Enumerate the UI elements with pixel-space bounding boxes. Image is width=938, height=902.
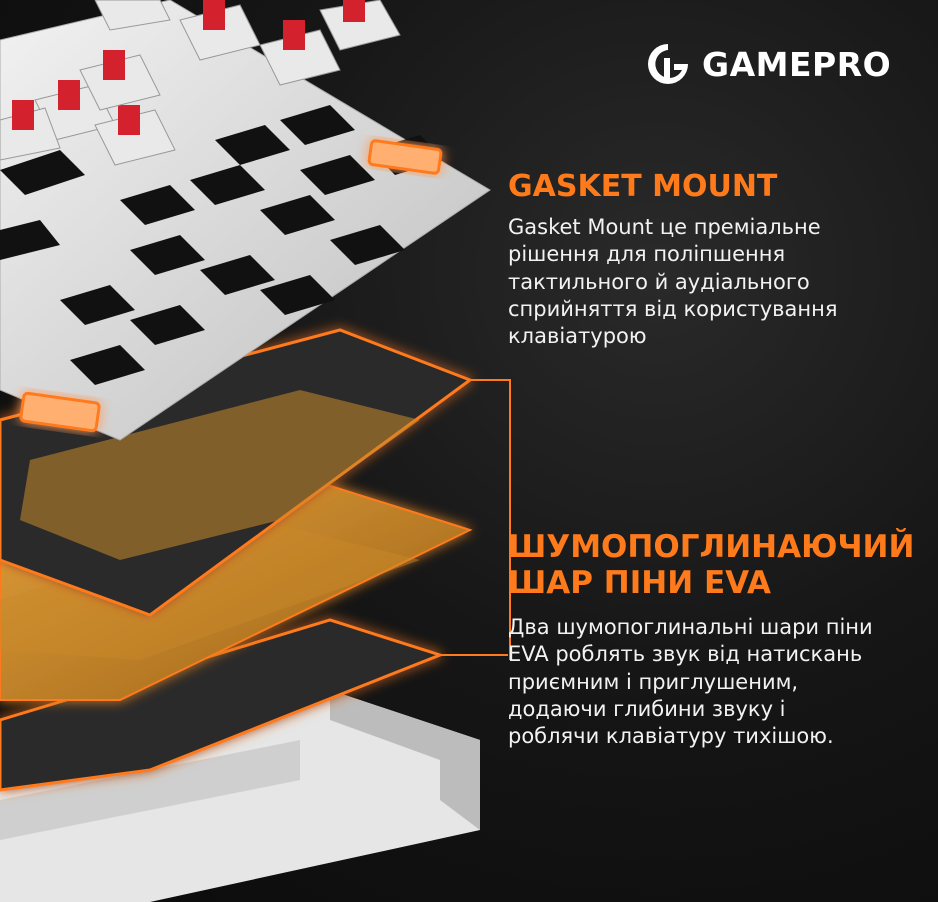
switch xyxy=(94,105,176,166)
switch xyxy=(319,0,401,51)
mechanical-switches xyxy=(0,0,401,166)
switch xyxy=(79,50,161,111)
eva-foam-title: ШУМОПОГЛИНАЮЧИЙ ШАР ПІНИ EVA xyxy=(508,529,915,601)
switch xyxy=(259,20,341,86)
eva-foam-description: Два шумопоглинальні шари піни EVA роблят… xyxy=(508,615,873,749)
brand-name: GAMEPRO xyxy=(702,44,892,84)
gasket-mount-title: GASKET MOUNT xyxy=(508,169,778,204)
switch xyxy=(0,100,61,161)
gasket-pad xyxy=(19,391,101,433)
callout-lines xyxy=(440,379,511,660)
bottom-foam-layer xyxy=(0,618,445,792)
brand-header: GAMEPRO xyxy=(644,40,891,88)
gasket-pad xyxy=(367,139,443,175)
gamepro-logo-icon xyxy=(648,44,688,84)
switch xyxy=(179,0,261,61)
gasket-mount-description: Gasket Mount це преміальне рішення для п… xyxy=(508,215,838,349)
switch xyxy=(94,0,171,31)
